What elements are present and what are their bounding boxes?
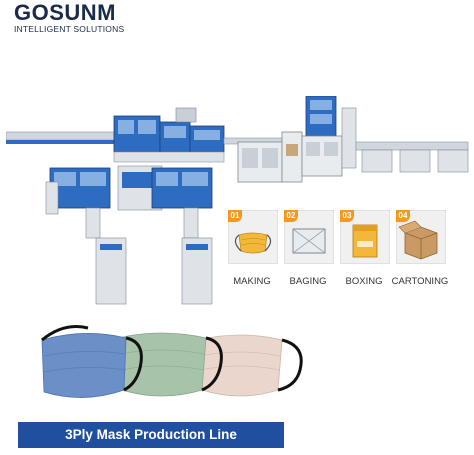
step-label-baging: BAGING [289, 276, 327, 287]
banner-title: 3Ply Mask Production Line [65, 427, 237, 442]
mask-products-illustration [41, 325, 303, 398]
step-card-boxing: 03 [340, 210, 390, 264]
blue-mask [41, 325, 143, 398]
carton-icon [398, 220, 438, 260]
step-card-cartoning: 04 [396, 210, 446, 264]
box-icon [352, 224, 378, 258]
mask-icon [234, 232, 272, 254]
step-card-making: 01 [228, 210, 278, 264]
title-banner: 3Ply Mask Production Line [18, 422, 284, 448]
step-label-boxing: BOXING [345, 276, 383, 287]
step-number: 02 [284, 210, 298, 222]
pink-mask [197, 334, 303, 397]
step-number: 01 [228, 210, 242, 222]
step-number: 03 [340, 210, 354, 222]
step-label-cartoning: CARTONING [391, 276, 449, 287]
brand-name: GOSUNM [14, 0, 116, 25]
production-line-illustration [6, 96, 469, 305]
brand-logo: GOSUNM INTELLIGENT SOLUTIONS [14, 0, 164, 35]
step-label-making: MAKING [233, 276, 271, 287]
brand-tagline: INTELLIGENT SOLUTIONS [14, 24, 125, 34]
step-card-baging: 02 [284, 210, 334, 264]
bag-icon [292, 228, 326, 254]
step-number: 04 [396, 210, 410, 222]
